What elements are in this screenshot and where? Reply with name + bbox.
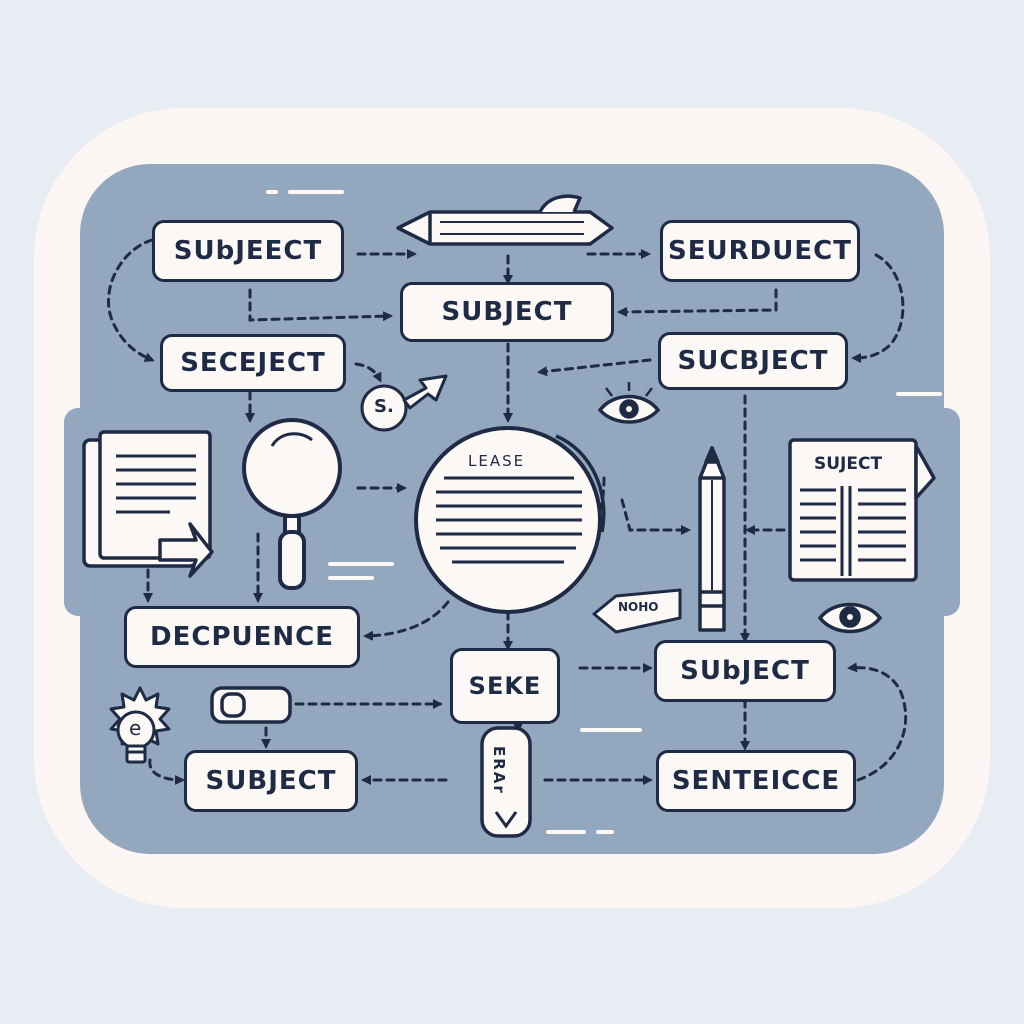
node-top-center: SUBJECT: [400, 282, 614, 342]
central-circle: [414, 426, 606, 614]
node-label: SUbJECT: [680, 656, 810, 686]
node-decpuence: DECPUENCE: [124, 606, 360, 668]
node-label: SENTEICCE: [671, 766, 841, 796]
vertical-tab-shape: [480, 726, 532, 838]
node-sentence: SENTEICCE: [656, 750, 856, 812]
node-label: SUbJEECT: [173, 236, 323, 266]
connector: [847, 662, 908, 782]
book-label: SUJECT: [814, 454, 883, 474]
eye-icon: [817, 602, 883, 634]
pencil-icon: [396, 194, 614, 246]
tag-label: NOHO: [618, 600, 659, 614]
vertical-tab-label: ERAr: [490, 746, 508, 795]
connector: [620, 498, 691, 535]
panel-right-tab: [920, 408, 960, 616]
node-top-left: SUbJEECT: [152, 220, 344, 282]
node-subject-right: SUbJECT: [654, 640, 836, 702]
node-mid-left: SECEJECT: [160, 334, 346, 392]
s-bubble-label: S.: [374, 396, 394, 417]
node-subject-bottom-left: SUBJECT: [184, 750, 358, 812]
node-seke: SEKE: [450, 648, 560, 724]
bulb-letter: e: [129, 716, 142, 740]
connector: [107, 238, 155, 362]
node-label: SEURDUECT: [668, 236, 852, 266]
node-label: DECPUENCE: [150, 622, 334, 652]
node-mid-right: SUCBJECT: [658, 332, 848, 390]
circle-label: LEASE: [468, 452, 526, 470]
eye-icon: [597, 382, 661, 424]
node-label: SEKE: [468, 672, 542, 700]
tag-shape: [592, 588, 682, 634]
connector: [248, 288, 393, 322]
connector: [363, 600, 450, 641]
decor-dashes: [266, 190, 942, 834]
s-bubble-shape: [360, 374, 448, 432]
node-top-right: SEURDUECT: [660, 220, 860, 282]
node-label: SUCBJECT: [677, 346, 829, 376]
node-label: SUBJECT: [441, 297, 573, 327]
connector: [537, 358, 652, 377]
connector: [148, 758, 185, 785]
node-label: SUBJECT: [205, 766, 337, 796]
connector: [851, 253, 905, 363]
pencil-icon: [698, 446, 726, 632]
node-label: SECEJECT: [180, 348, 326, 378]
lightbulb-icon: [109, 686, 171, 764]
book-icon: [82, 430, 214, 578]
toggle-icon: [210, 686, 292, 724]
connector: [354, 362, 382, 383]
magnifier-icon: [242, 418, 342, 590]
document-icon: [788, 438, 936, 582]
connector: [617, 288, 778, 317]
